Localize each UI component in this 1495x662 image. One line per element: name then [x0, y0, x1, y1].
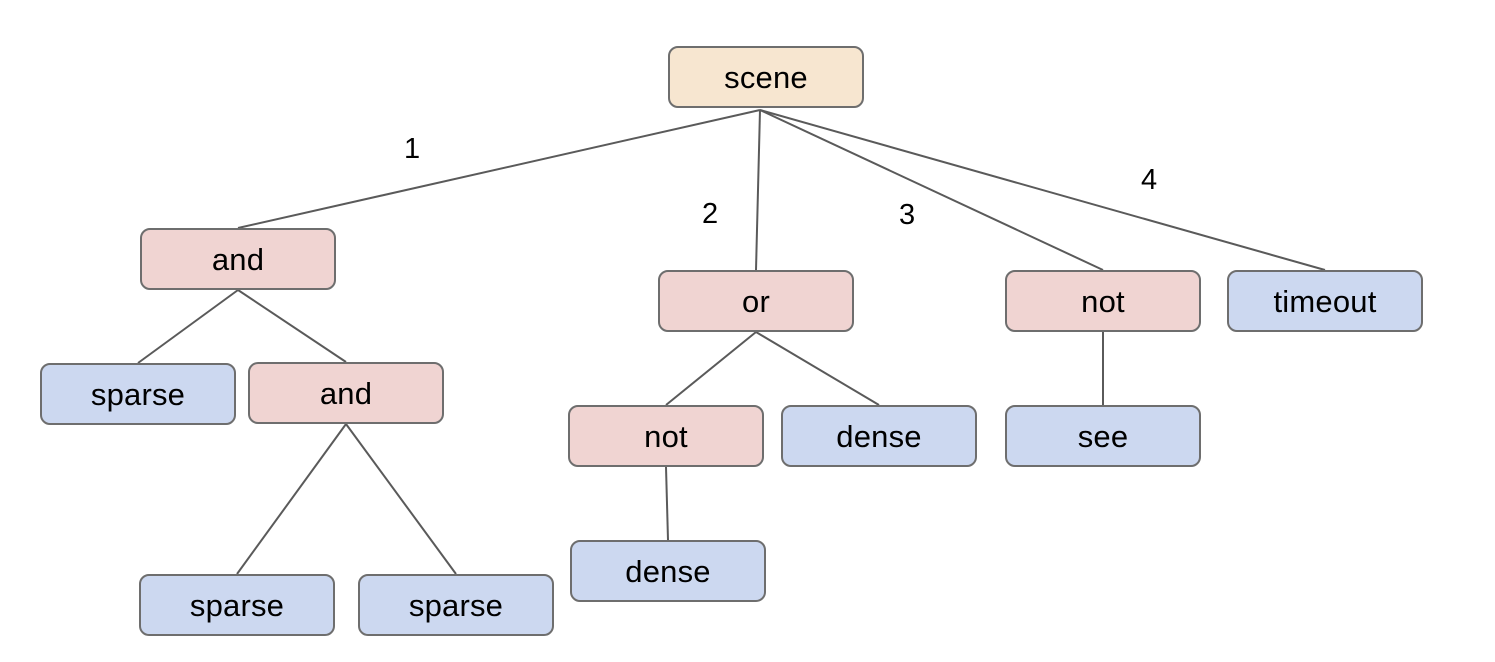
tree-edge: [137, 289, 239, 364]
tree-edge: [237, 109, 761, 229]
tree-node-root[interactable]: scene: [668, 46, 864, 108]
tree-node-label: and: [319, 375, 373, 411]
tree-edge: [665, 331, 757, 406]
tree-node-see1[interactable]: see: [1005, 405, 1201, 467]
tree-node-and1[interactable]: and: [140, 228, 336, 290]
tree-node-and2[interactable]: and: [248, 362, 444, 424]
tree-node-label: dense: [836, 418, 922, 454]
tree-edge: [665, 466, 669, 541]
tree-node-dense2[interactable]: dense: [781, 405, 977, 467]
tree-node-sparse3[interactable]: sparse: [358, 574, 554, 636]
tree-node-label: sparse: [408, 587, 504, 623]
tree-edge: [237, 289, 347, 363]
tree-node-label: dense: [625, 553, 711, 589]
tree-node-dense1[interactable]: dense: [570, 540, 766, 602]
tree-node-label: or: [742, 283, 770, 319]
tree-edge: [759, 109, 1326, 271]
edge-label-2: 2: [702, 198, 719, 230]
tree-edge: [755, 109, 761, 271]
tree-node-sparse2[interactable]: sparse: [139, 574, 335, 636]
tree-node-label: sparse: [189, 587, 285, 623]
tree-node-label: sparse: [90, 376, 186, 412]
tree-node-not1[interactable]: not: [568, 405, 764, 467]
tree-node-label: timeout: [1273, 283, 1377, 319]
tree-edge: [755, 331, 880, 406]
tree-node-label: scene: [724, 59, 808, 95]
tree-node-label: not: [644, 418, 688, 454]
tree-node-not2[interactable]: not: [1005, 270, 1201, 332]
edge-label-1: 1: [404, 133, 421, 165]
tree-edge: [236, 423, 347, 575]
tree-node-label: see: [1077, 418, 1129, 454]
edge-label-4: 4: [1141, 164, 1158, 196]
edge-label-3: 3: [899, 199, 916, 231]
tree-node-label: and: [211, 241, 265, 277]
tree-edge: [345, 423, 457, 575]
tree-edge: [759, 109, 1104, 271]
tree-node-label: not: [1081, 283, 1125, 319]
tree-node-or1[interactable]: or: [658, 270, 854, 332]
tree-node-timeout1[interactable]: timeout: [1227, 270, 1423, 332]
tree-node-sparse1[interactable]: sparse: [40, 363, 236, 425]
